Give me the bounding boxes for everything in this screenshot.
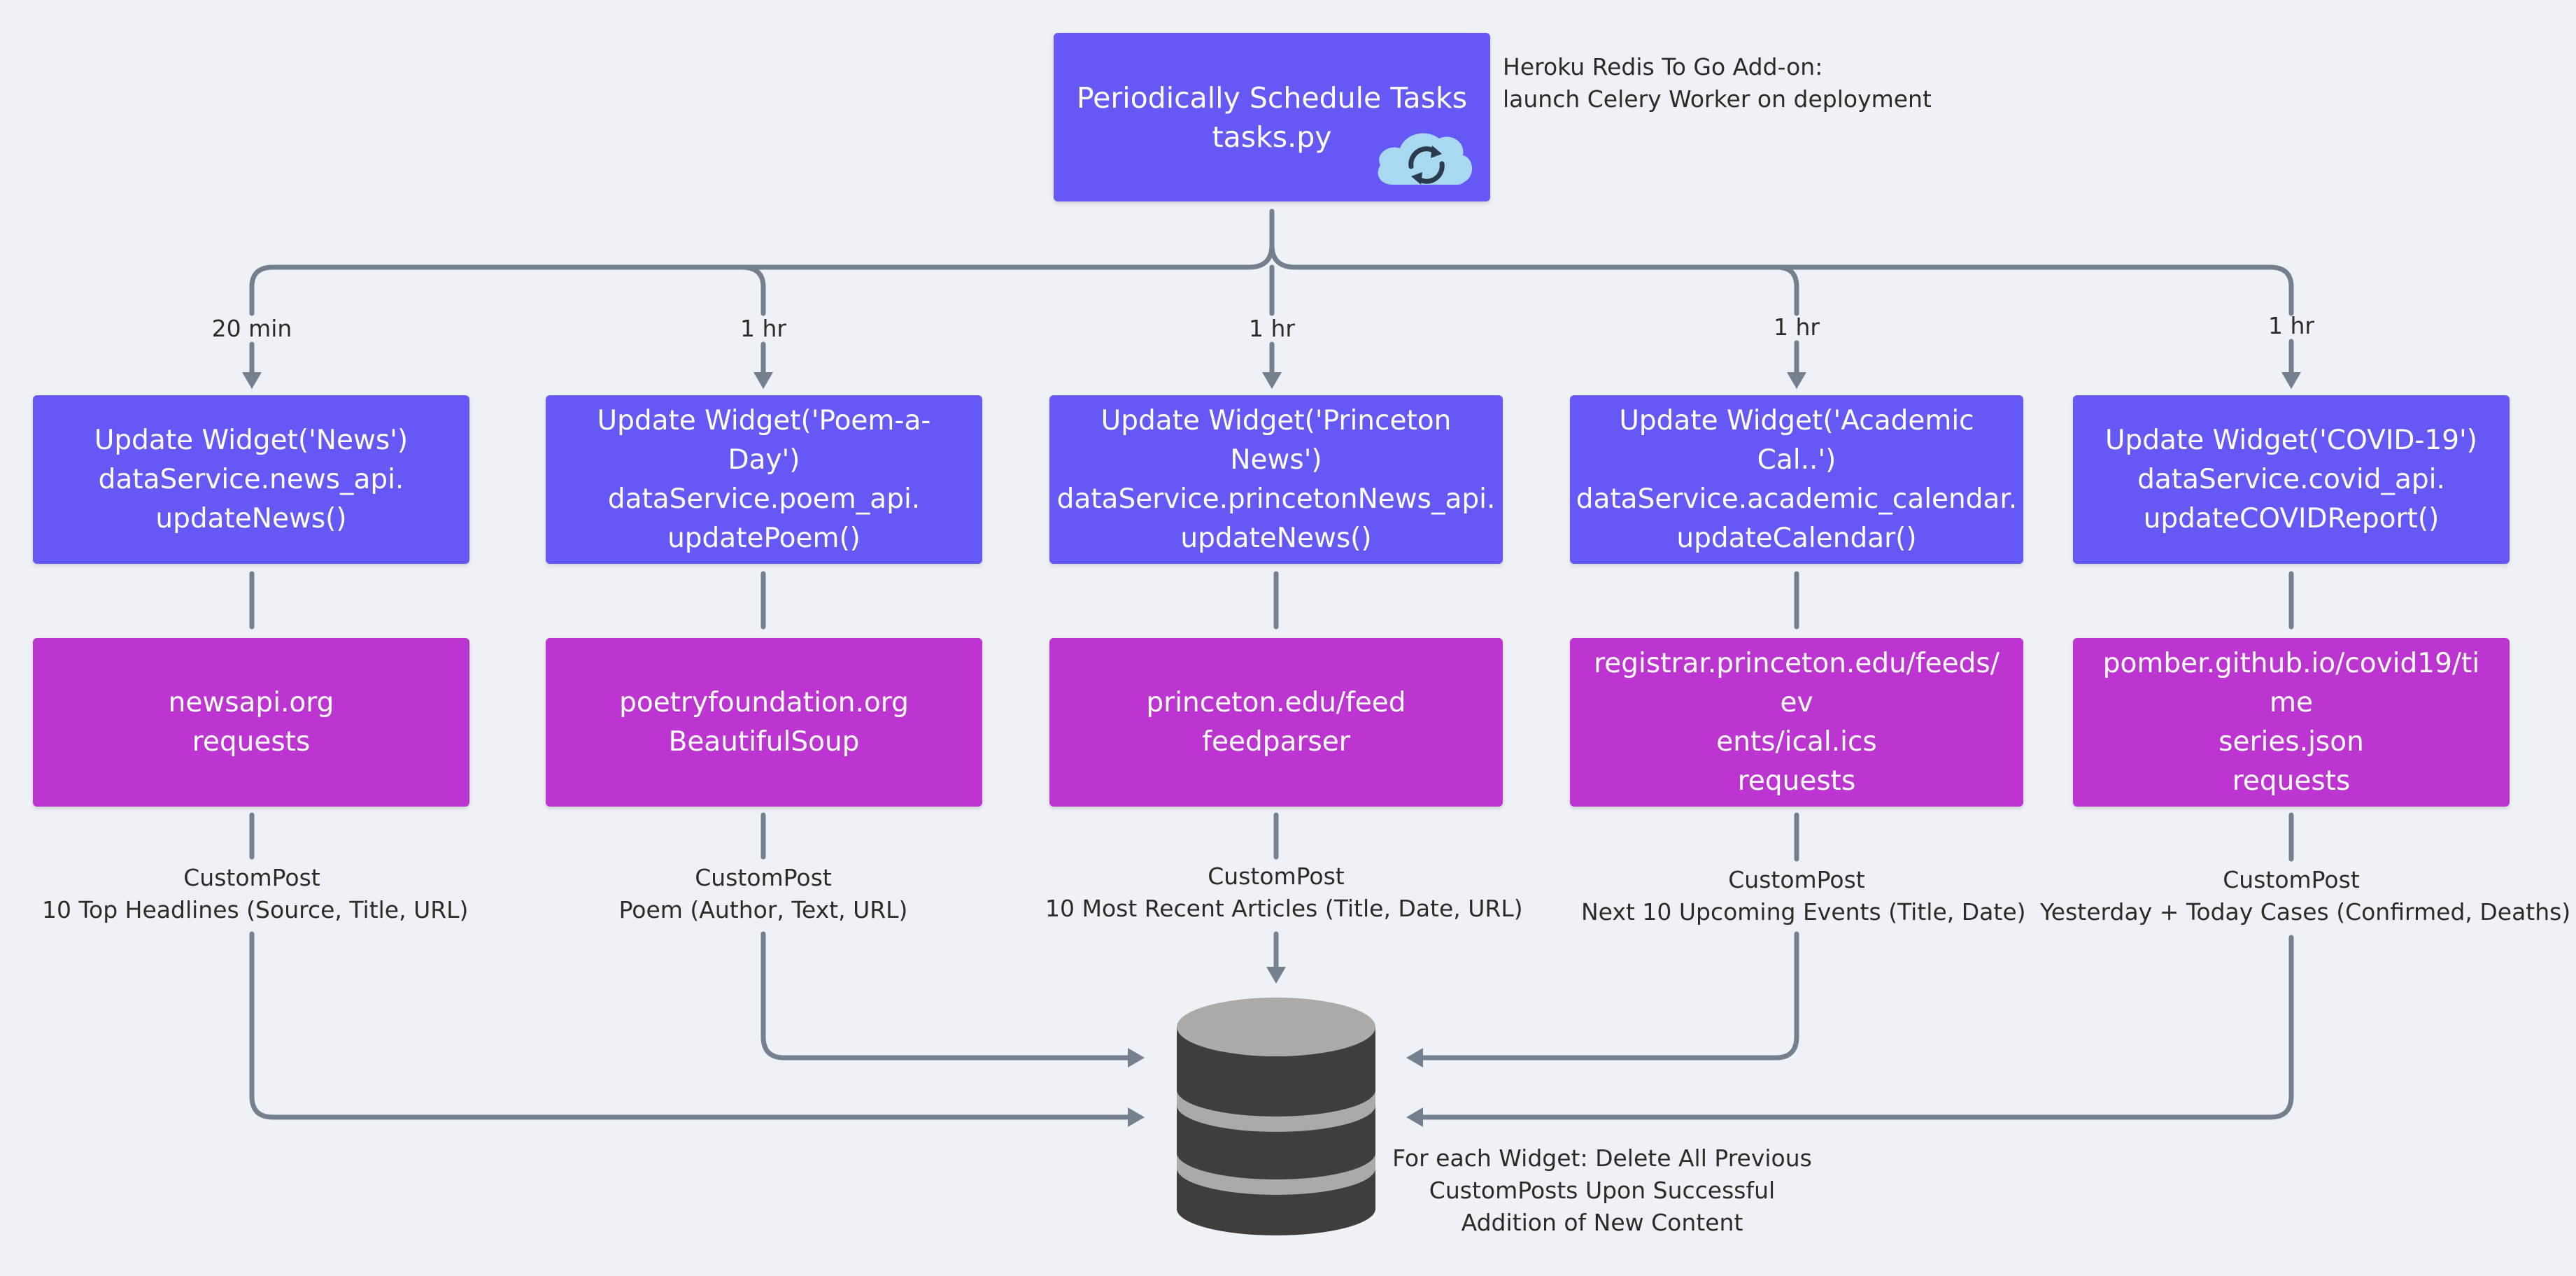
widget-box-academic: Update Widget('Academic Cal..') dataServ…	[1570, 395, 2023, 564]
flow-poem	[760, 931, 1133, 1061]
source-box-princeton: princeton.edu/feed feedparser	[1049, 638, 1503, 807]
interval-label-princeton: 1 hr	[1249, 315, 1295, 342]
interval-label-news: 20 min	[211, 315, 292, 342]
source-box-academic: registrar.princeton.edu/feeds/ev ents/ic…	[1570, 638, 2023, 807]
post-label-news: CustomPost 10 Top Headlines (Source, Tit…	[42, 862, 468, 926]
branch-poem	[739, 264, 766, 316]
scheduler-title: Periodically Schedule Tasks	[1076, 80, 1468, 115]
flow-covid	[1417, 935, 2294, 1120]
flow-academic	[1417, 931, 1799, 1061]
post-label-princeton: CustomPost 10 Most Recent Articles (Titl…	[1045, 860, 1523, 925]
branch-academic	[1774, 264, 1799, 316]
source-box-poem: poetryfoundation.org BeautifulSoup	[546, 638, 982, 807]
database-note: For each Widget: Delete All Previous Cus…	[1392, 1144, 1812, 1236]
scheduler-file: tasks.py	[1212, 120, 1332, 154]
arrowhead-academic	[1787, 372, 1806, 389]
arrowhead-news-db	[1128, 1107, 1145, 1127]
scheduler-note: Heroku Redis To Go Add-on: launch Celery…	[1503, 53, 1932, 113]
post-label-poem: CustomPost Poem (Author, Text, URL)	[564, 862, 963, 926]
arrowhead-poem	[753, 372, 773, 389]
arrowhead-covid-db	[1406, 1107, 1423, 1127]
arrowhead-princeton	[1262, 372, 1282, 389]
arrowhead-academic-db	[1406, 1048, 1423, 1068]
widget-box-covid: Update Widget('COVID-19') dataService.co…	[2073, 395, 2510, 564]
branch-bus	[249, 242, 2294, 316]
cloud-sync-icon	[1378, 133, 1473, 185]
source-box-news: newsapi.org requests	[33, 638, 469, 807]
widget-box-poem: Update Widget('Poem-a-Day') dataService.…	[546, 395, 982, 564]
widget-box-princeton: Update Widget('Princeton News') dataServ…	[1049, 395, 1503, 564]
widget-box-news: Update Widget('News') dataService.news_a…	[33, 395, 469, 564]
post-label-covid: CustomPost Yesterday + Today Cases (Conf…	[2040, 864, 2570, 928]
arrowhead-princeton-db	[1266, 967, 1286, 984]
database-icon	[1177, 998, 1375, 1235]
source-box-covid: pomber.github.io/covid19/time series.jso…	[2073, 638, 2510, 807]
arrowhead-news	[242, 372, 262, 389]
interval-label-poem: 1 hr	[740, 315, 786, 342]
arrowhead-covid	[2281, 372, 2301, 389]
interval-label-academic: 1 hr	[1774, 313, 1820, 341]
flow-news	[249, 931, 1133, 1120]
interval-label-covid: 1 hr	[2268, 312, 2314, 339]
arrowhead-poem-db	[1128, 1048, 1145, 1068]
post-label-academic: CustomPost Next 10 Upcoming Events (Titl…	[1581, 864, 2026, 928]
